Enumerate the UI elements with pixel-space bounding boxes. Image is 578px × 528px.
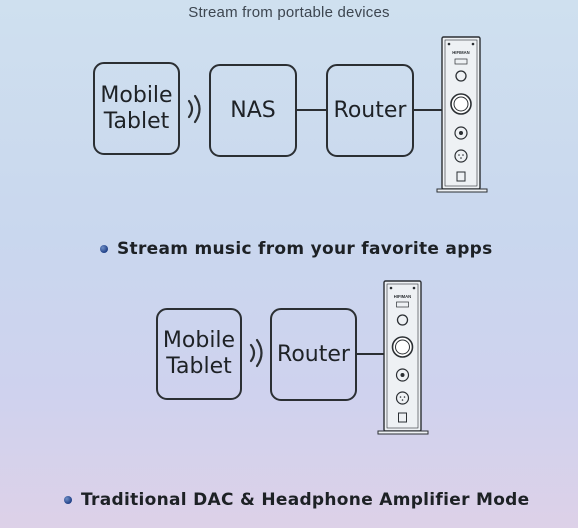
node-router: Router (270, 308, 357, 401)
device-brand-label: HIFIMAN (394, 294, 411, 299)
bullet-icon (100, 245, 108, 253)
wireless-signal-icon (249, 338, 263, 368)
node-router-label: Router (277, 341, 350, 367)
connector-line (357, 353, 386, 355)
node-mobile-tablet-label: Mobile Tablet (162, 328, 236, 379)
node-mobile-tablet-label: Mobile Tablet (100, 82, 173, 134)
section-heading-apps-text: Stream music from your favorite apps (117, 239, 493, 259)
section-heading-apps: Stream music from your favorite apps (100, 237, 493, 261)
connector-line (297, 109, 326, 111)
bullet-icon (64, 496, 72, 504)
section-heading-dac-mode: Traditional DAC & Headphone Amplifier Mo… (64, 488, 529, 512)
wireless-signal-icon (187, 94, 201, 124)
device-brand-label: HIFIMAN (452, 50, 469, 55)
section-heading-dac-mode-text: Traditional DAC & Headphone Amplifier Mo… (81, 490, 530, 510)
node-nas: NAS (209, 64, 297, 157)
hifiman-device-icon: HIFIMAN (377, 280, 429, 435)
node-mobile-tablet: Mobile Tablet (156, 308, 242, 400)
node-router-label: Router (333, 97, 407, 123)
hifiman-device-icon: HIFIMAN (436, 36, 488, 193)
connector-line (414, 109, 444, 111)
node-nas-label: NAS (230, 97, 276, 123)
node-router: Router (326, 64, 414, 157)
section-caption: Stream from portable devices (188, 4, 390, 21)
node-mobile-tablet: Mobile Tablet (93, 62, 180, 155)
